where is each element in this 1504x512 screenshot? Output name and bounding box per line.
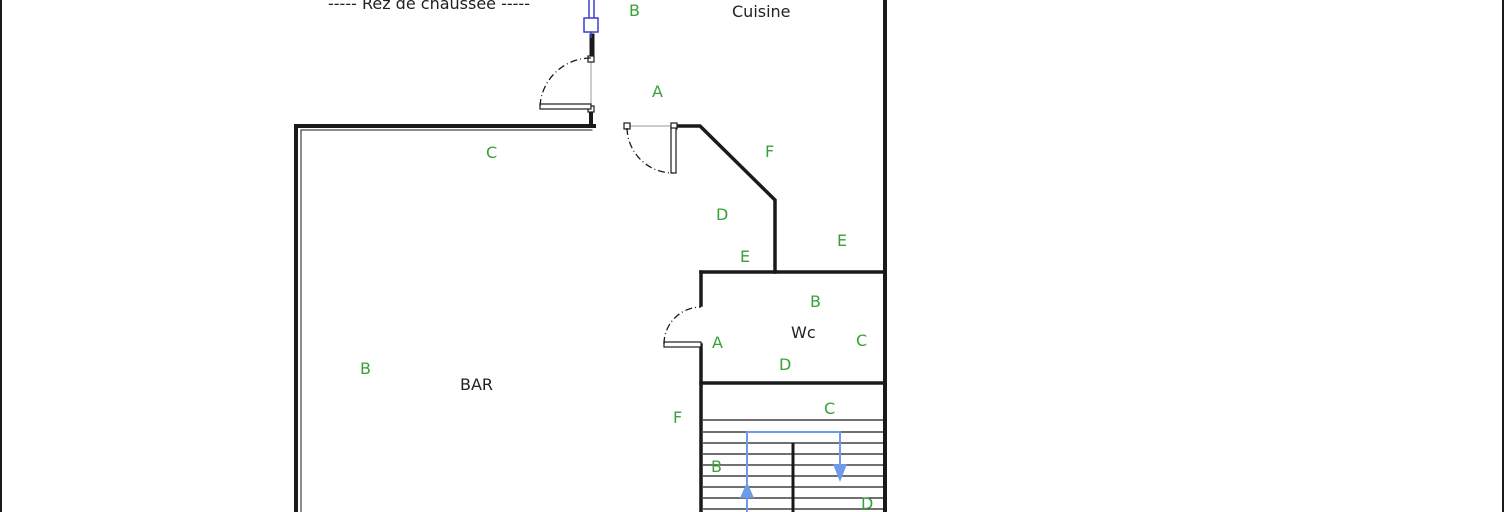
zone-label: E: [837, 231, 848, 250]
staircase: [703, 419, 885, 512]
zone-label: D: [779, 355, 792, 374]
walls: [294, 0, 887, 512]
arrow-down-icon: [833, 464, 847, 482]
zone-label: D: [861, 494, 874, 512]
zone-label: E: [740, 247, 751, 266]
room-label-kitchen: Cuisine: [732, 2, 791, 21]
zone-label: B: [810, 292, 821, 311]
zone-label: B: [629, 1, 640, 20]
zone-label: F: [765, 142, 775, 161]
zone-label: C: [856, 331, 868, 350]
room-label-wc: Wc: [791, 323, 816, 342]
zone-label: A: [652, 82, 663, 101]
zone-label: F: [673, 408, 683, 427]
kitchen-door: [539, 55, 595, 126]
arrow-up-icon: [740, 482, 754, 498]
wc-door: [663, 306, 702, 348]
hall-door: [623, 122, 678, 174]
bar-outer-wall: [294, 124, 596, 512]
bar-inner-wall-line: [300, 129, 593, 512]
stair-direction-arrows: [740, 431, 847, 512]
hall-angled-wall: [672, 124, 777, 274]
zone-label: C: [824, 399, 836, 418]
pipe-fixture: [583, 0, 599, 38]
zone-label: C: [486, 143, 498, 162]
zone-label: B: [360, 359, 371, 378]
floor-title: ----- Rez de chaussée -----: [328, 0, 530, 13]
zone-label: D: [716, 205, 729, 224]
room-label-bar: BAR: [460, 375, 494, 394]
zone-label: B: [711, 457, 722, 476]
zone-label: A: [712, 333, 723, 352]
